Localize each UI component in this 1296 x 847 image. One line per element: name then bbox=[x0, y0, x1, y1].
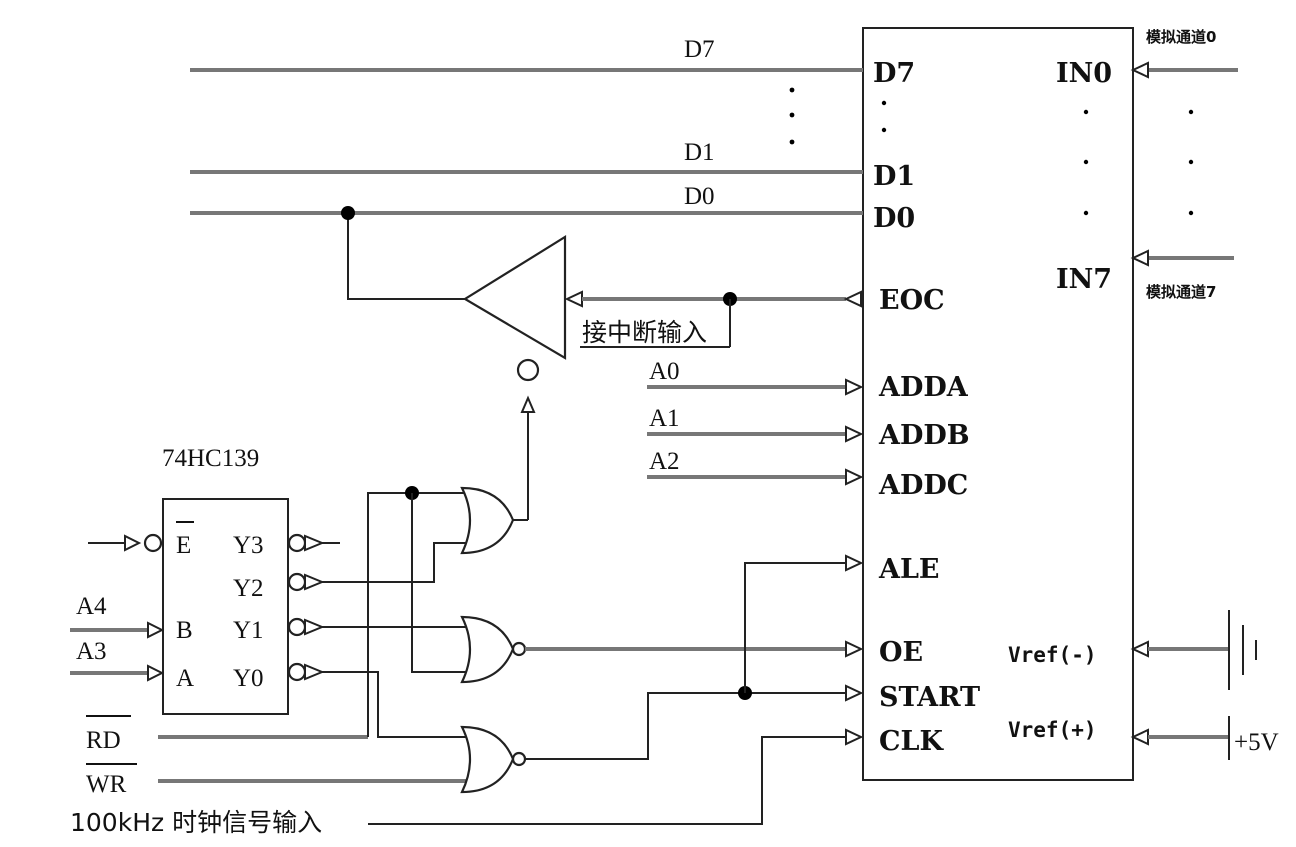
y3-output-arrow-icon bbox=[304, 534, 325, 552]
channel-ellipsis-dot bbox=[1083, 159, 1089, 165]
channel-ellipsis-dot bbox=[1188, 109, 1194, 115]
rd-to-oe-gate-wire bbox=[411, 493, 466, 673]
a3-label: A3 bbox=[76, 638, 107, 665]
pin-in0: IN0 bbox=[1056, 58, 1112, 89]
y0-output-bubble bbox=[287, 662, 307, 682]
addc-arrow-icon bbox=[845, 468, 864, 486]
buffer-input-arrow-icon bbox=[564, 290, 583, 308]
a1-label: A1 bbox=[649, 405, 680, 432]
channel-ellipsis-dot bbox=[1188, 210, 1194, 216]
decoder-pin-a: A bbox=[176, 665, 194, 692]
pin-vref-pos: Vref(+) bbox=[1008, 718, 1097, 742]
adda-arrow-icon bbox=[845, 378, 864, 396]
pin-start: START bbox=[879, 682, 980, 713]
buffer-enable-arrow-icon bbox=[520, 395, 536, 413]
clk-arrow-icon bbox=[845, 728, 864, 746]
oe-arrow-icon bbox=[845, 640, 864, 658]
analog-ch7-label: 模拟通道7 bbox=[1146, 283, 1216, 301]
y2-wire bbox=[322, 542, 470, 583]
decoder-title: 74HC139 bbox=[162, 445, 259, 472]
bus-ellipsis-dot bbox=[789, 87, 795, 93]
decoder-pin-b: B bbox=[176, 617, 193, 644]
nor-gate-oe-bubble bbox=[511, 641, 527, 657]
channel-ellipsis-dot bbox=[1083, 210, 1089, 216]
a2-label: A2 bbox=[649, 448, 680, 475]
or-gate-buffer-enable bbox=[460, 486, 515, 555]
e-input-bubble bbox=[143, 533, 163, 553]
bus-ellipsis-dot bbox=[789, 139, 795, 145]
pin-vref-neg: Vref(-) bbox=[1008, 643, 1097, 667]
pin-in7: IN7 bbox=[1056, 264, 1112, 295]
y3-output-bubble bbox=[287, 533, 307, 553]
a0-label: A0 bbox=[649, 358, 680, 385]
decoder-pin-y2: Y2 bbox=[233, 575, 264, 602]
y1-output-arrow-icon bbox=[304, 618, 325, 636]
pin-addb: ADDB bbox=[878, 420, 970, 451]
buffer-enable-bubble bbox=[516, 358, 540, 382]
buffer-output-wire bbox=[347, 213, 465, 300]
d1-wire-label: D1 bbox=[684, 139, 715, 166]
decoder-pin-e: E bbox=[176, 532, 191, 559]
pin-eoc: EOC bbox=[879, 285, 945, 316]
pin-d7: D7 bbox=[873, 58, 915, 89]
pin-ellipsis-dot bbox=[881, 100, 887, 106]
pin-d0: D0 bbox=[873, 203, 915, 234]
nor-gate-start bbox=[460, 725, 515, 794]
channel-ellipsis-dot bbox=[1188, 159, 1194, 165]
vref-pos-arrow-icon bbox=[1130, 728, 1149, 746]
y2-output-bubble bbox=[287, 572, 307, 592]
y0-output-arrow-icon bbox=[304, 663, 325, 681]
pin-d1: D1 bbox=[873, 161, 915, 192]
pin-adda: ADDA bbox=[878, 372, 969, 403]
a-input-arrow-icon bbox=[147, 664, 165, 682]
bus-ellipsis-dot bbox=[789, 112, 795, 118]
in0-arrow-icon bbox=[1130, 61, 1149, 79]
eoc-arrow-icon bbox=[843, 290, 862, 308]
rd-up-wire bbox=[367, 492, 464, 737]
addb-arrow-icon bbox=[845, 425, 864, 443]
interrupt-label: 接中断输入 bbox=[582, 318, 707, 347]
ground-icon bbox=[1228, 610, 1257, 690]
pin-clk: CLK bbox=[879, 726, 944, 757]
start-arrow-icon bbox=[845, 684, 864, 702]
pin-addc: ADDC bbox=[878, 470, 968, 501]
vref-neg-arrow-icon bbox=[1130, 640, 1149, 658]
d0-wire-label: D0 bbox=[684, 183, 715, 210]
rd-label: RD bbox=[86, 727, 121, 754]
ale-wire bbox=[744, 562, 846, 693]
wr-label: WR bbox=[86, 771, 127, 798]
decoder-pin-y0: Y0 bbox=[233, 665, 264, 692]
a4-label: A4 bbox=[76, 593, 107, 620]
pin-oe: OE bbox=[879, 637, 923, 668]
y2-output-arrow-icon bbox=[304, 573, 325, 591]
channel-ellipsis-dot bbox=[1083, 109, 1089, 115]
nor-gate-start-bubble bbox=[511, 751, 527, 767]
d0-junction-dot bbox=[341, 206, 355, 220]
decoder-pin-y3: Y3 bbox=[233, 532, 264, 559]
y1-output-bubble bbox=[287, 617, 307, 637]
b-input-arrow-icon bbox=[147, 621, 165, 639]
clock-wire bbox=[368, 736, 846, 825]
analog-ch0-label: 模拟通道0 bbox=[1146, 28, 1216, 46]
ale-arrow-icon bbox=[845, 554, 864, 572]
nor-gate-oe bbox=[460, 615, 515, 684]
adc-chip-body bbox=[862, 27, 1134, 781]
decoder-pin-y1: Y1 bbox=[233, 617, 264, 644]
tristate-buffer bbox=[462, 235, 567, 360]
start-wire bbox=[525, 692, 846, 760]
pin-ale: ALE bbox=[878, 554, 940, 585]
d7-wire-label: D7 bbox=[684, 36, 715, 63]
decoder-chip-body bbox=[162, 498, 289, 715]
plus5v-label: +5V bbox=[1234, 729, 1279, 756]
pin-ellipsis-dot bbox=[881, 127, 887, 133]
e-input-arrow-icon bbox=[124, 534, 142, 552]
in7-arrow-icon bbox=[1130, 249, 1149, 267]
clock-input-label: 100kHz 时钟信号输入 bbox=[70, 808, 322, 837]
y0-wire bbox=[322, 671, 470, 738]
